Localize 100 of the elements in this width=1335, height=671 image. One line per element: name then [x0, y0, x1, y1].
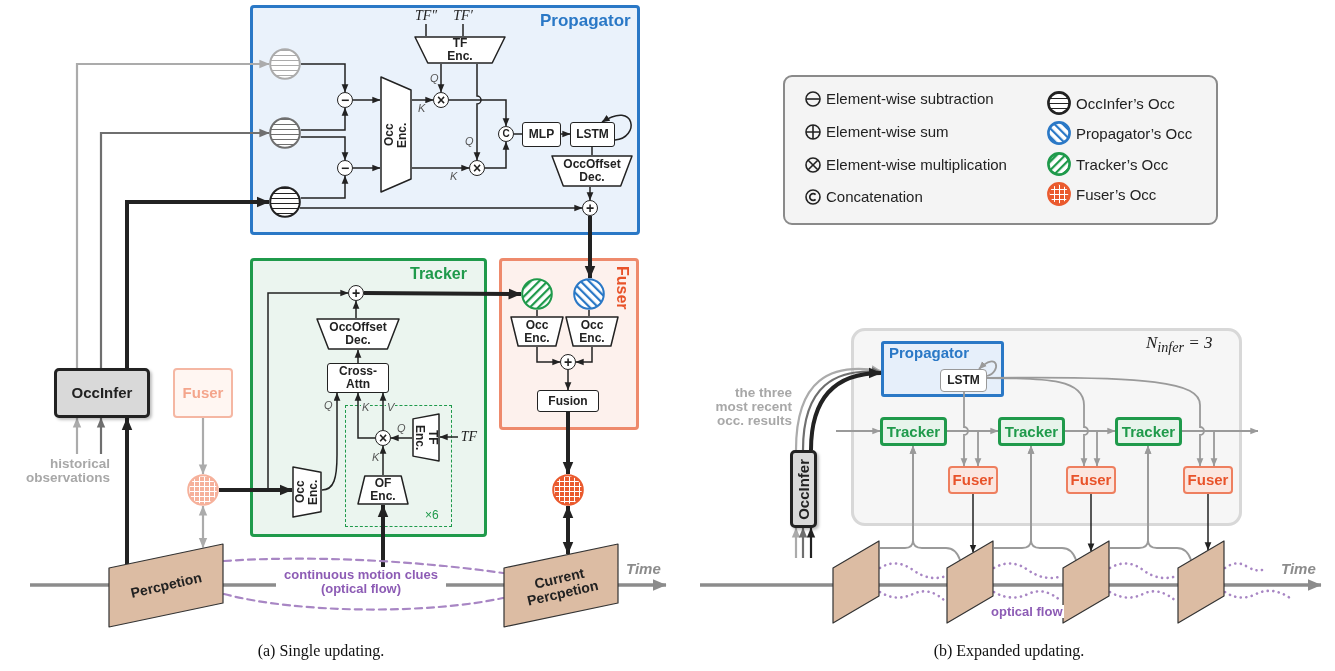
- panel-title: N$_{infer}$ = 3: [1146, 334, 1213, 355]
- input-label: TF′: [451, 8, 475, 24]
- connector: [591, 146, 593, 156]
- legend-label: Concatenation: [826, 188, 923, 205]
- annotation-text: continuous motion clues (optical flow): [276, 567, 446, 597]
- encoder-trapezoid: TF Enc.: [412, 413, 440, 462]
- module-box: Fuser: [1066, 466, 1116, 494]
- module-panel: [499, 258, 639, 430]
- arrow: [75, 59, 270, 368]
- arrow: [198, 505, 208, 548]
- arrow: [377, 504, 389, 567]
- arrow: [352, 96, 381, 104]
- arrow: [448, 99, 510, 127]
- module-panel: [881, 341, 1004, 397]
- operator-circle: +: [582, 200, 598, 216]
- arrow: [1144, 445, 1192, 561]
- arrow: [1064, 430, 1101, 467]
- process-box: Fusion: [537, 390, 599, 412]
- decoder-trapezoid: OccOffset Dec.: [316, 318, 400, 350]
- striped-circle: [269, 48, 301, 80]
- panel-title: Propagator: [540, 12, 631, 29]
- arrow: [437, 63, 445, 93]
- edge-label: Q: [396, 423, 407, 434]
- grid-circle: [552, 474, 584, 506]
- axis-label: Time: [1281, 561, 1317, 577]
- encoder-trapezoid: TF Enc.: [414, 36, 506, 64]
- arrow: [379, 445, 387, 476]
- legend-label: Element-wise multiplication: [826, 156, 1007, 173]
- module-box: OccInfer: [54, 368, 150, 418]
- operator-circle: ×: [375, 430, 391, 446]
- axis-label: Time: [626, 561, 662, 577]
- arrow: [835, 427, 881, 435]
- panel-title: ×6: [425, 509, 439, 521]
- arrow: [352, 300, 360, 319]
- repeat-frame: [345, 405, 452, 527]
- arrow: [586, 186, 594, 201]
- process-box: MLP: [522, 122, 561, 147]
- arrow: [354, 349, 362, 364]
- legend-label: Propagator’s Occ: [1076, 124, 1193, 142]
- panel-title: Tracker: [410, 266, 467, 282]
- arrow: [946, 430, 982, 467]
- operator-circle: C: [498, 126, 514, 142]
- legend-label: Element-wise subtraction: [826, 90, 994, 107]
- arrow: [473, 63, 482, 161]
- arrow: [99, 128, 270, 368]
- striped-circle: [269, 117, 301, 149]
- arrow: [978, 360, 998, 377]
- arrow: [484, 141, 510, 169]
- arrow: [601, 114, 632, 141]
- arrow: [909, 445, 961, 561]
- encoder-trapezoid: Occ Enc.: [292, 466, 322, 518]
- module-box: Fuser: [1183, 466, 1233, 494]
- arrow: [299, 204, 583, 212]
- dotted-line: [1223, 589, 1292, 600]
- loop-panel: [851, 328, 1242, 526]
- edge-label: K: [449, 171, 459, 182]
- input-label: TF″: [414, 8, 438, 24]
- dashed-line: [222, 592, 505, 611]
- arrow: [584, 216, 596, 279]
- operator-circle: +: [560, 354, 576, 370]
- edge-label: Q: [464, 136, 475, 147]
- subfigure-caption: (a) Single updating.: [256, 643, 386, 660]
- module-box: Fuser: [948, 466, 998, 494]
- arrow: [300, 63, 349, 93]
- arrow: [564, 369, 572, 391]
- connector: [425, 23, 427, 37]
- arrow: [390, 434, 413, 442]
- arrow: [791, 527, 801, 558]
- process-box: LSTM: [940, 369, 987, 392]
- connector: [588, 309, 590, 317]
- connector: [462, 23, 464, 37]
- operator-circle: ×: [469, 160, 485, 176]
- arrow: [411, 96, 434, 104]
- arrow: [96, 417, 106, 454]
- module-panel: [250, 5, 640, 235]
- grid-circle: [187, 474, 219, 506]
- edge-label: Q: [429, 73, 440, 84]
- frame-parallelogram: [1062, 540, 1110, 624]
- arrow: [536, 346, 561, 366]
- panel-title: Propagator: [889, 345, 969, 360]
- decoder-trapezoid: OccOffset Dec.: [551, 155, 633, 187]
- module-box: Fuser: [173, 368, 233, 418]
- arrow: [299, 107, 349, 131]
- connector: [536, 309, 538, 317]
- annotation-text: historical observations: [18, 454, 110, 488]
- edge-label: K: [371, 452, 381, 463]
- arrow: [72, 417, 82, 454]
- module-box: OccInfer: [790, 450, 817, 528]
- arrow: [439, 433, 459, 441]
- operator-circle: −: [337, 92, 353, 108]
- arrow: [364, 288, 522, 300]
- module-box: Tracker: [880, 417, 947, 446]
- encoder-trapezoid: Occ Enc.: [380, 76, 412, 193]
- arrow: [125, 196, 270, 368]
- operator-circle: +: [348, 285, 364, 301]
- arrow: [960, 391, 969, 467]
- frame-parallelogram: Percpetion: [108, 543, 224, 628]
- module-box: Tracker: [998, 417, 1065, 446]
- arrow: [969, 493, 977, 554]
- striped-circle: [573, 278, 605, 310]
